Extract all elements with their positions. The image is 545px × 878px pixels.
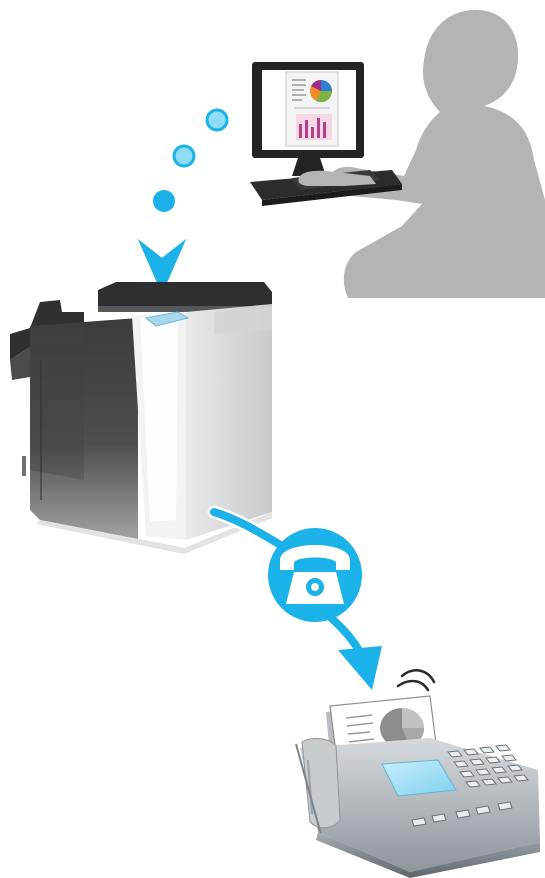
person-at-computer-icon (250, 10, 545, 298)
transfer-dot-1 (207, 110, 227, 130)
signal-waves-icon (398, 670, 434, 690)
transfer-dot-2 (174, 146, 194, 166)
transfer-dot-3 (153, 190, 175, 212)
arrow-down-to-fax-icon (338, 646, 382, 690)
document-thumbnail (286, 72, 338, 146)
telephone-icon (268, 528, 362, 622)
bar-chart-icon (296, 114, 332, 140)
monitor-icon (252, 62, 364, 176)
data-transfer-dots (153, 110, 227, 212)
fax-machine-icon (296, 670, 540, 878)
